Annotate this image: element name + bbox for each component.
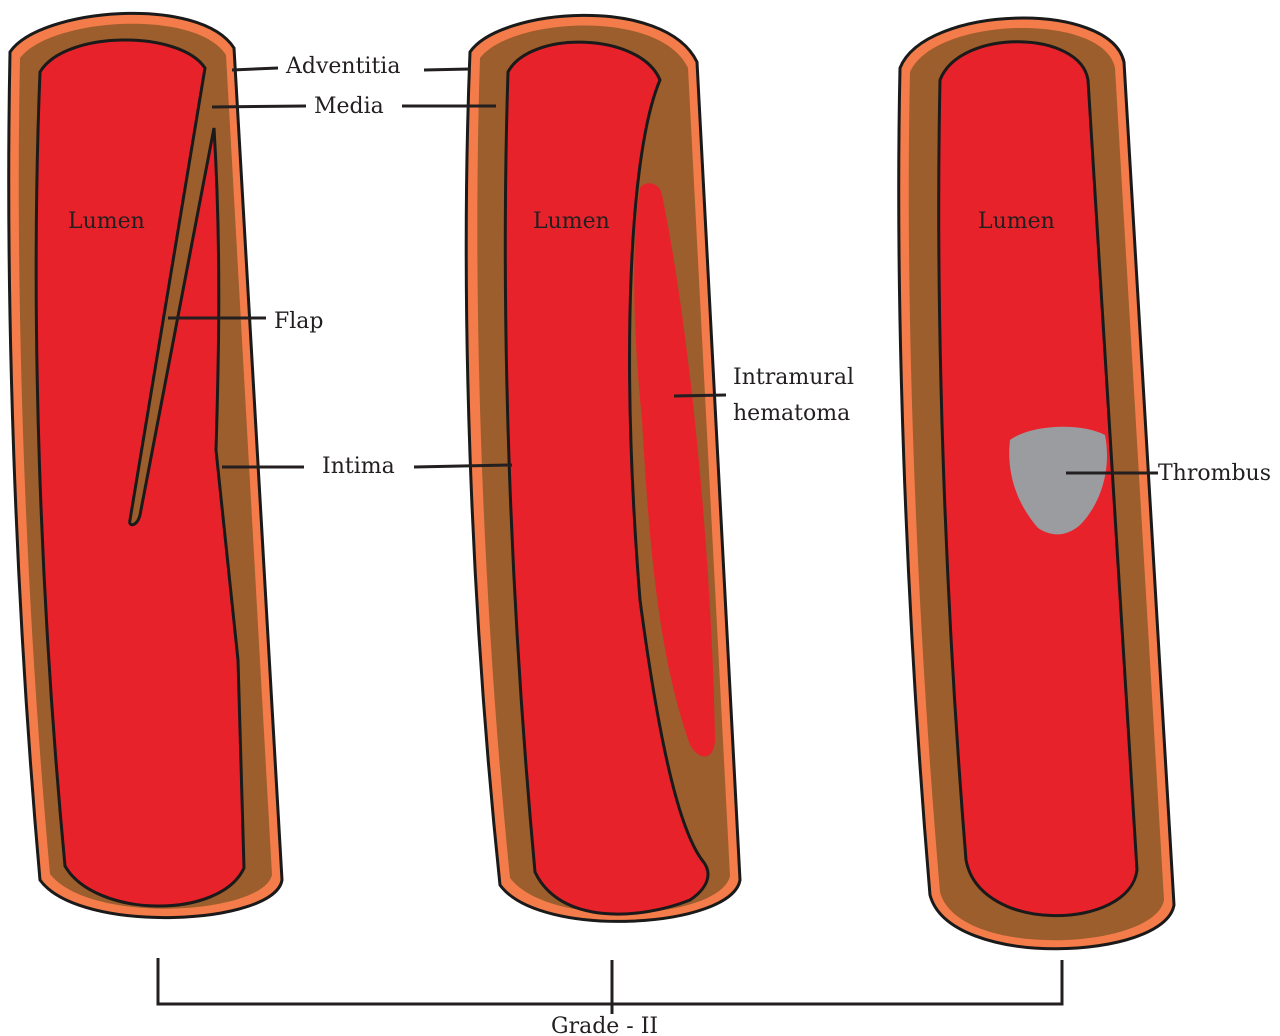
hematoma-label-line1: Intramural: [733, 365, 854, 390]
flap-label: Flap: [274, 309, 324, 334]
hematoma-label-line2: hematoma: [733, 401, 850, 426]
lumen: [34, 38, 246, 908]
hematoma-leader: [673, 393, 727, 398]
lumen: [503, 40, 710, 916]
media-label: Media: [314, 94, 384, 119]
intima-leader-right: [413, 463, 513, 469]
media-leader-left: [211, 104, 307, 109]
intima-label: Intima: [322, 454, 395, 479]
adventitia-leader-right: [423, 67, 471, 72]
lumen-label: Lumen: [978, 209, 1055, 234]
bracket-line: [156, 958, 1064, 1006]
grade-label: Grade - II: [551, 1014, 658, 1036]
thrombus-label: Thrombus: [1158, 461, 1271, 486]
intramural-hematoma: [634, 183, 715, 757]
vessel-thrombus: Lumen: [897, 16, 1176, 951]
lumen-label: Lumen: [68, 209, 145, 234]
adventitia-label: Adventitia: [285, 54, 400, 79]
grade-bracket: [156, 958, 1064, 1014]
adventitia-leader-left: [231, 66, 279, 72]
thrombus: [1009, 426, 1108, 535]
leader-lines: [168, 66, 1158, 475]
lumen-label: Lumen: [533, 209, 610, 234]
vessel-flap: Lumen: [7, 11, 284, 919]
vessel-hematoma: Lumen: [464, 13, 742, 923]
